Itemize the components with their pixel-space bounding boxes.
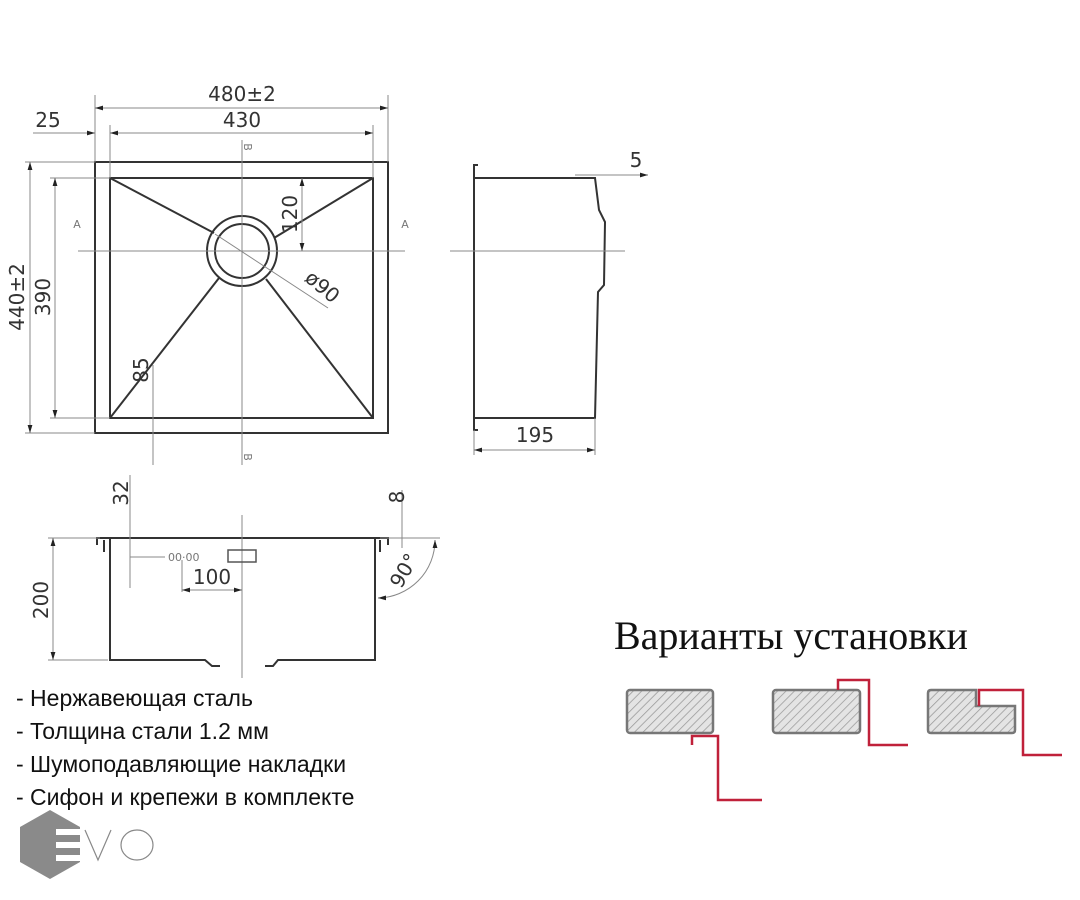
dim-drain-diameter: ø90 <box>300 265 344 308</box>
dim-bowl-length: 390 <box>31 278 55 316</box>
dim-overflow-offset: 100 <box>193 565 231 589</box>
side-view: 5 195 <box>450 148 648 455</box>
dim-flange: 25 <box>35 108 60 132</box>
brand-plate <box>227 549 257 563</box>
dim-bowl-width: 430 <box>223 108 261 132</box>
dim-angle: 90° <box>385 549 424 592</box>
section-a-right: A <box>401 218 409 231</box>
feature-item: - Толщина стали 1.2 мм <box>16 718 269 744</box>
variant-overmount <box>771 678 908 747</box>
plan-view: 480±2 430 25 440±2 390 120 ø90 85 A A B … <box>5 82 409 465</box>
dim-overall-width: 480±2 <box>208 82 276 106</box>
dim-overflow-height: 32 <box>109 480 133 505</box>
section-b-bottom: B <box>241 453 254 461</box>
section-view: 00·00 32 8 200 100 90° <box>29 475 440 678</box>
installation-title: Варианты установки <box>614 613 968 658</box>
dim-depth: 195 <box>516 423 554 447</box>
dim-height: 200 <box>29 581 53 619</box>
evo-logo <box>20 810 154 879</box>
dim-corner: 85 <box>129 357 153 382</box>
dim-overall-length: 440±2 <box>5 263 29 331</box>
overflow-mark: 00·00 <box>168 551 200 564</box>
installation-variants <box>625 678 1062 802</box>
dim-offset: 5 <box>630 148 643 172</box>
section-a-left: A <box>73 218 81 231</box>
dim-drain-offset: 120 <box>278 195 302 233</box>
feature-item: - Сифон и крепежи в комплекте <box>16 784 355 810</box>
feature-item: - Шумоподавляющие накладки <box>16 751 347 777</box>
variant-undermount <box>625 688 762 802</box>
variant-flush <box>926 688 1062 757</box>
dim-rim: 8 <box>385 491 409 504</box>
feature-item: - Нержавеющая сталь <box>16 685 253 711</box>
section-b-top: B <box>241 143 254 151</box>
